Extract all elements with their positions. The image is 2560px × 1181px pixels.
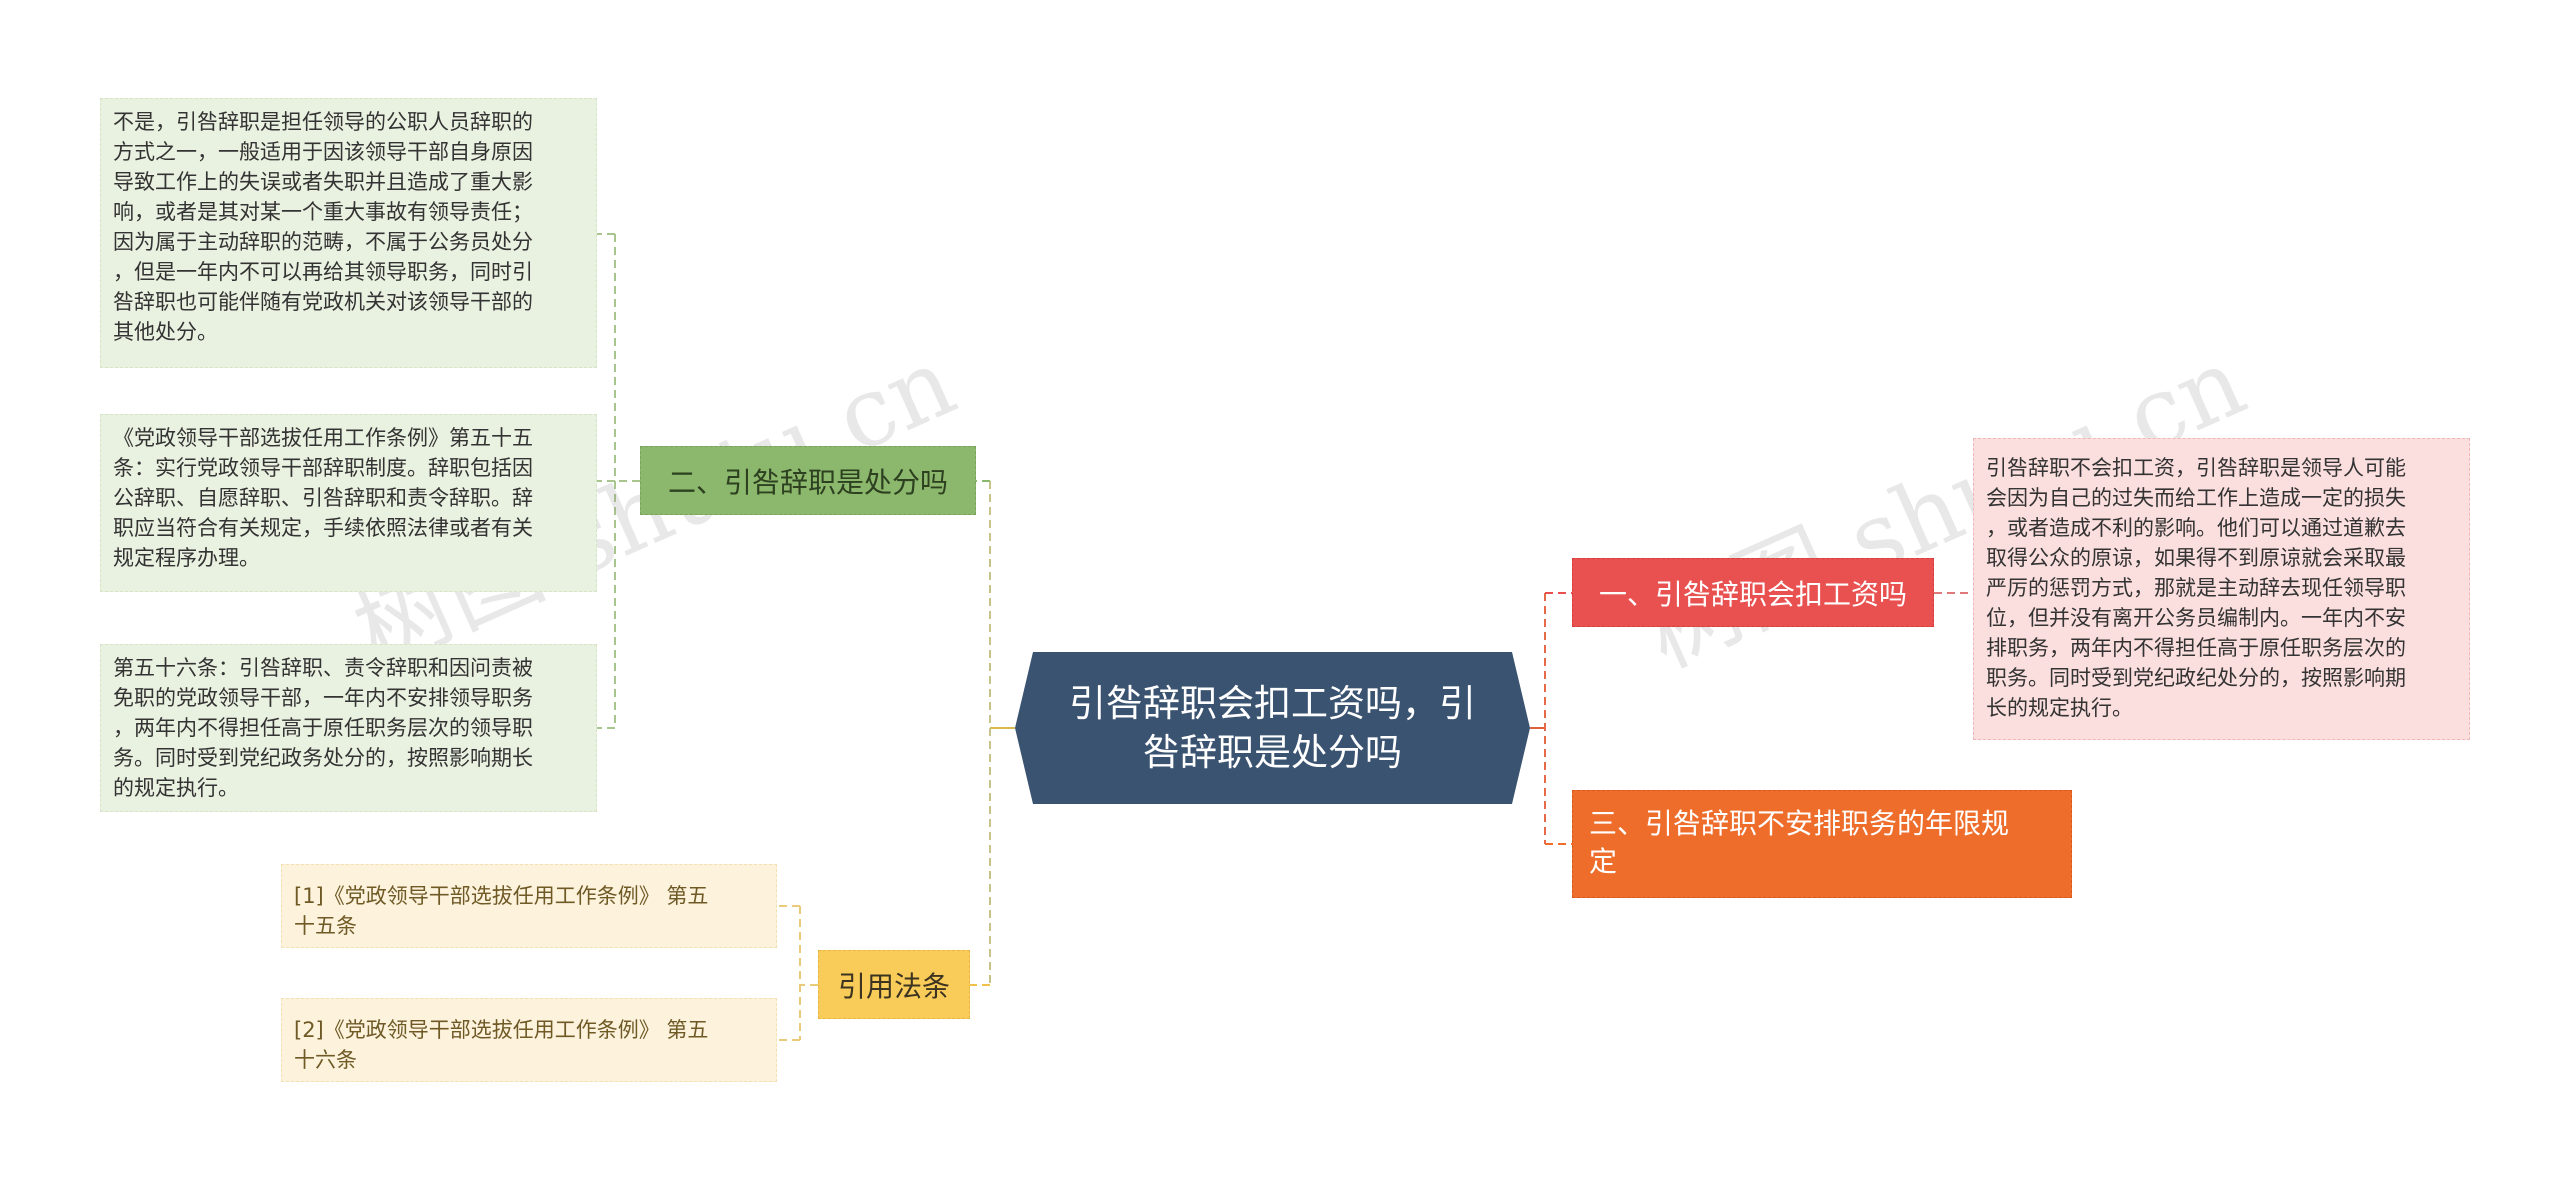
- branch-salary-label: 一、引咎辞职会扣工资吗: [1598, 577, 1907, 611]
- branch-references[interactable]: 引用法条: [818, 950, 970, 1019]
- branch-salary[interactable]: 一、引咎辞职会扣工资吗: [1572, 558, 1934, 627]
- leaf-salary-detail-text: 引咎辞职不会扣工资，引咎辞职是领导人可能 会因为自己的过失而给工作上造成一定的损…: [1986, 456, 2406, 720]
- leaf-article-56-text: 第五十六条：引咎辞职、责令辞职和因问责被 免职的党政领导干部，一年内不安排领导职…: [113, 656, 533, 800]
- central-topic-label: 引咎辞职会扣工资吗，引 咎辞职是处分吗: [1069, 682, 1476, 774]
- central-topic[interactable]: 引咎辞职会扣工资吗，引 咎辞职是处分吗: [1015, 652, 1530, 804]
- branch-time-limit-label: 三、引咎辞职不安排职务的年限规 定: [1589, 807, 2010, 878]
- branch-time-limit[interactable]: 三、引咎辞职不安排职务的年限规 定: [1572, 790, 2072, 898]
- leaf-reference-1-text: [1]《党政领导干部选拔任用工作条例》 第五 十五条: [294, 884, 709, 938]
- leaf-article-55-text: 《党政领导干部选拔任用工作条例》第五十五 条：实行党政领导干部辞职制度。辞职包括…: [113, 426, 533, 570]
- leaf-article-56[interactable]: 第五十六条：引咎辞职、责令辞职和因问责被 免职的党政领导干部，一年内不安排领导职…: [100, 644, 597, 812]
- leaf-reference-2-text: [2]《党政领导干部选拔任用工作条例》 第五 十六条: [294, 1018, 709, 1072]
- branch-references-label: 引用法条: [837, 969, 950, 1003]
- leaf-article-55[interactable]: 《党政领导干部选拔任用工作条例》第五十五 条：实行党政领导干部辞职制度。辞职包括…: [100, 414, 597, 592]
- branch-punishment-label: 二、引咎辞职是处分吗: [667, 465, 948, 499]
- leaf-reference-2[interactable]: [2]《党政领导干部选拔任用工作条例》 第五 十六条: [281, 998, 777, 1082]
- leaf-salary-detail[interactable]: 引咎辞职不会扣工资，引咎辞职是领导人可能 会因为自己的过失而给工作上造成一定的损…: [1973, 438, 2470, 740]
- leaf-punishment-answer-text: 不是，引咎辞职是担任领导的公职人员辞职的 方式之一，一般适用于因该领导干部自身原…: [113, 110, 533, 344]
- branch-punishment[interactable]: 二、引咎辞职是处分吗: [640, 446, 976, 515]
- leaf-punishment-answer[interactable]: 不是，引咎辞职是担任领导的公职人员辞职的 方式之一，一般适用于因该领导干部自身原…: [100, 98, 597, 368]
- leaf-reference-1[interactable]: [1]《党政领导干部选拔任用工作条例》 第五 十五条: [281, 864, 777, 948]
